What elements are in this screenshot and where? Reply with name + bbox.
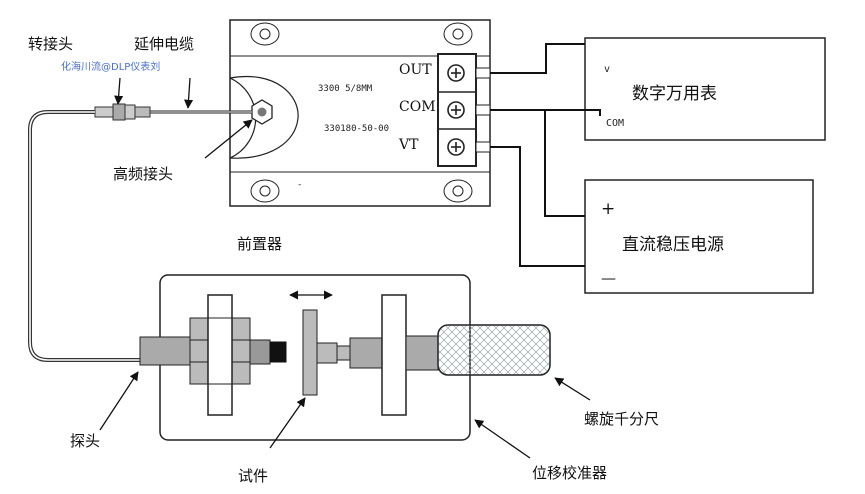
terminal-screw-out (447, 64, 465, 82)
leader-adapter (114, 77, 124, 105)
terminal-out-label: OUT (399, 62, 432, 78)
mounting-hole-top-right (443, 22, 473, 46)
leader-micrometer (554, 377, 591, 401)
multimeter-label: 数字万用表 (632, 84, 717, 104)
hf-connector-label: 高频接头 (113, 165, 174, 183)
micrometer-thimble (437, 324, 551, 376)
extension-cable-label: 延伸电缆 (134, 35, 195, 53)
specimen (302, 309, 338, 396)
multimeter-box (584, 37, 826, 141)
preamp-minus-text: - (297, 180, 303, 190)
terminal-screw-vt (447, 138, 465, 156)
calibrator-label: 位移校准器 (532, 464, 608, 482)
probe-holder-plate (207, 294, 233, 416)
wire-com-to-supply-plus (544, 110, 585, 217)
preamp-part-text: 330180-50-00 (324, 124, 390, 134)
lug-out (475, 67, 491, 79)
multimeter-com-port: COM (606, 118, 625, 129)
mounting-hole-bottom-right (443, 179, 473, 203)
wiring (490, 43, 601, 267)
power-supply-box (584, 179, 814, 294)
leader-calibrator (474, 419, 531, 459)
supply-minus-sign: — (601, 269, 616, 287)
connector-boss-outline (229, 76, 299, 159)
hf-connector-socket (251, 99, 273, 125)
micrometer-label: 螺旋千分尺 (584, 410, 660, 428)
terminal-screw-com (447, 101, 465, 119)
terminal-vt-label: VT (399, 137, 419, 153)
adapter (94, 103, 151, 121)
terminal-block (437, 53, 491, 167)
power-supply-label: 直流稳压电源 (622, 235, 724, 255)
preamp-model-text: 3300 5/8MM (318, 84, 373, 94)
mounting-hole-top-left (250, 22, 280, 46)
probe-cable (28, 110, 140, 362)
lug-com (475, 104, 491, 116)
leader-specimen (269, 397, 306, 449)
adapter-label: 转接头 (28, 35, 74, 53)
leader-probe (99, 371, 139, 431)
leader-lines (99, 77, 591, 459)
micrometer-holder-plate (381, 294, 407, 416)
leader-extension-cable (184, 77, 194, 109)
lug-vt (475, 141, 491, 153)
probe-tip (269, 341, 287, 363)
specimen-label: 试件 (238, 467, 269, 485)
terminal-com-label: COM (399, 99, 436, 115)
mounting-hole-bottom-left (250, 179, 280, 203)
wire-com-to-meter-com (490, 109, 601, 116)
wire-vt-to-supply-minus (490, 146, 585, 267)
watermark: 化海川流@DLP仪表刘 (61, 62, 161, 73)
wire-out-to-meter-v (490, 43, 585, 74)
supply-plus-sign: + (601, 199, 616, 219)
multimeter-v-port: v (604, 64, 611, 75)
preamp-label: 前置器 (237, 235, 283, 253)
probe-label: 探头 (70, 432, 101, 450)
leader-hf-connector (204, 119, 253, 159)
